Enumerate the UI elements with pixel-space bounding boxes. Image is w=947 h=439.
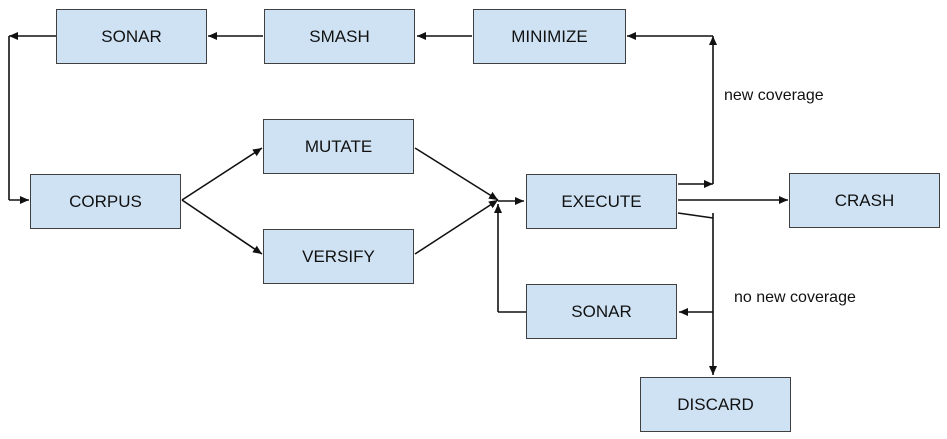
node-minimize: MINIMIZE [473,9,626,64]
edge-label-new-coverage: new coverage [724,87,824,104]
arrow-mutate-to-merge [414,147,499,201]
node-sonar-top-label: SONAR [101,26,162,46]
node-corpus: CORPUS [30,174,181,229]
arrow-corpus-to-versify [181,199,263,255]
node-execute-label: EXECUTE [561,191,642,211]
node-sonar-top: SONAR [56,9,207,64]
node-sonar-bottom: SONAR [526,284,677,339]
node-execute: EXECUTE [526,174,677,229]
edge-label-no-new-coverage: no new coverage [734,289,856,306]
node-crash: CRASH [789,173,940,228]
arrow-corpus-to-mutate [181,147,263,201]
node-versify: VERSIFY [263,229,414,284]
node-mutate: MUTATE [263,119,414,174]
node-mutate-label: MUTATE [304,136,373,156]
node-sonar-bottom-label: SONAR [571,301,632,321]
node-smash: SMASH [264,9,415,64]
node-discard: DISCARD [640,377,791,432]
node-minimize-label: MINIMIZE [511,26,588,46]
arrow-versify-to-merge [414,199,499,255]
node-smash-label: SMASH [309,26,370,46]
node-versify-label: VERSIFY [302,246,375,266]
node-discard-label: DISCARD [677,394,754,414]
arrow-execute-no-new-coverage [677,212,714,219]
node-crash-label: CRASH [834,190,895,210]
node-corpus-label: CORPUS [69,191,142,211]
